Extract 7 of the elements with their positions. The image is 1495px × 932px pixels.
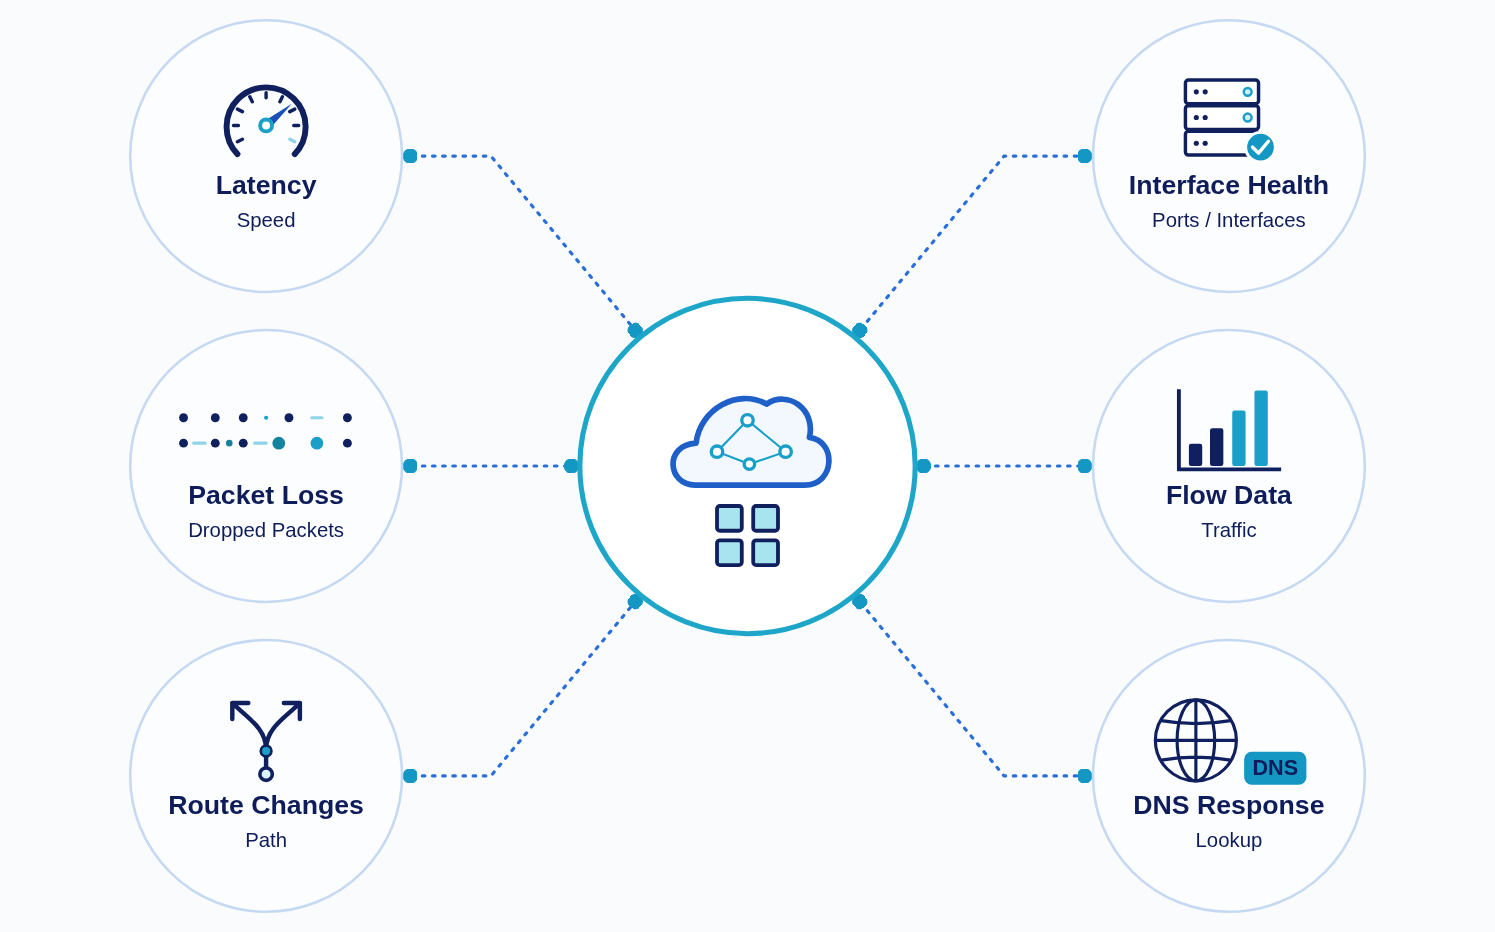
node-circle: Latency Speed bbox=[128, 18, 404, 294]
node-circle: Route Changes Path bbox=[128, 638, 404, 914]
node-circle: Interface Health Ports / Interfaces bbox=[1091, 18, 1367, 294]
node-circle: Packet Loss Dropped Packets bbox=[128, 328, 404, 604]
node-circle bbox=[577, 295, 918, 637]
node-circle: Flow Data Traffic bbox=[1091, 328, 1367, 604]
badge: DNS bbox=[1243, 751, 1307, 785]
